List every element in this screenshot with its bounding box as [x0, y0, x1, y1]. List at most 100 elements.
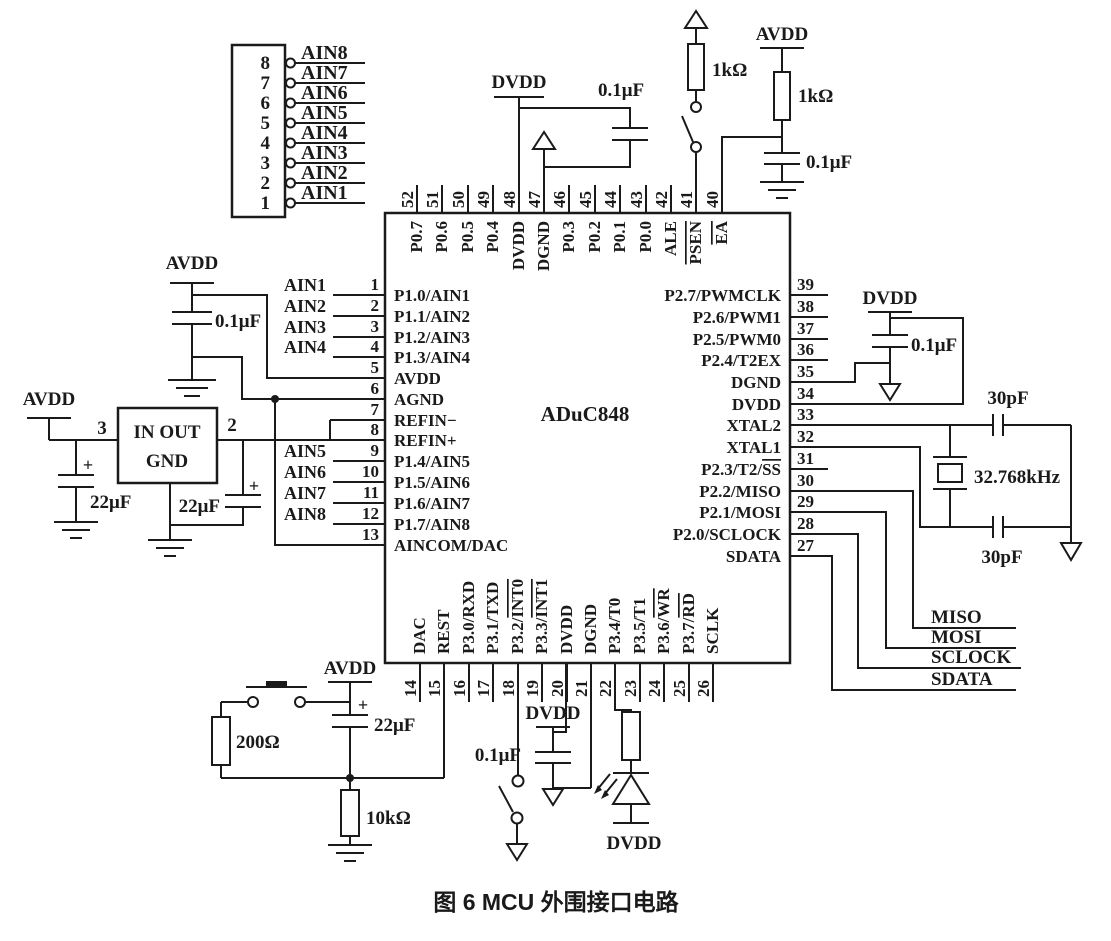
- dgnd-arrow-icon: [683, 9, 709, 29]
- connector-contact: [285, 77, 296, 89]
- diode-triangle: [611, 773, 651, 805]
- pin-label-47: DGND: [534, 221, 553, 271]
- wire: [170, 507, 244, 526]
- connector-contact: [285, 137, 296, 149]
- pin-label-52: P0.7: [407, 221, 426, 253]
- pin-label-5: AVDD: [394, 369, 441, 388]
- pin-label-7: REFIN−: [394, 411, 457, 430]
- pin-number-30: 30: [797, 471, 814, 490]
- wire-pin34-dvdd: [790, 317, 964, 405]
- pin-label-41: PSEN: [686, 220, 705, 264]
- connector-signal-AIN7: AIN7: [301, 62, 348, 84]
- pin-label-23: P3.5/T1: [630, 598, 649, 654]
- crystal-body: [937, 463, 963, 483]
- capacitor-value: 22μF: [90, 492, 131, 513]
- capacitor-value: 0.1μF: [806, 152, 852, 173]
- dvdd-net-label: DVDD: [863, 288, 918, 309]
- pin-number-50: 50: [449, 191, 468, 208]
- pin-number-22: 22: [596, 680, 615, 697]
- pin-number-34: 34: [797, 384, 815, 403]
- regulator-label: IN OUT: [133, 422, 200, 443]
- net-label-AIN5: AIN5: [284, 441, 326, 461]
- polarity-plus: +: [83, 455, 93, 475]
- net-label-AIN8: AIN8: [284, 504, 326, 524]
- pin-label-22: P3.4/T0: [605, 598, 624, 654]
- switch-terminal: [690, 101, 702, 113]
- pin-number-48: 48: [500, 191, 519, 208]
- dgnd-arrow-icon: [505, 843, 529, 862]
- figure-caption: 图 6 MCU 外围接口电路: [433, 889, 679, 915]
- pin-label-20: DVDD: [557, 605, 576, 654]
- capacitor-value: 22μF: [374, 715, 415, 736]
- pin-number-20: 20: [548, 680, 567, 697]
- pin-number-2: 2: [371, 296, 380, 315]
- pin-label-12: P1.7/AIN8: [394, 515, 470, 534]
- connector-signal-AIN2: AIN2: [301, 162, 348, 184]
- connector-contact: [285, 177, 296, 189]
- pin-label-13: AINCOM/DAC: [394, 536, 508, 555]
- pin-number-47: 47: [525, 191, 544, 209]
- pin-number-49: 49: [474, 191, 493, 208]
- pin-number-21: 21: [572, 680, 591, 697]
- ea-pullup-circuit: AVDD 1kΩ 0.1μF: [721, 24, 852, 213]
- dgnd-arrow-icon: [1059, 542, 1083, 562]
- connector-signal-AIN8: AIN8: [301, 42, 348, 64]
- net-label-mosi: MOSI: [931, 627, 982, 648]
- regulator-body: [116, 406, 219, 485]
- pushbutton-terminal: [294, 696, 306, 708]
- pin-label-18: P3.2/INT0: [508, 579, 527, 654]
- left-avdd-agnd-net: AVDD 0.1μF: [166, 253, 385, 546]
- light-arrow-icon: [601, 790, 609, 799]
- pin-label-17: P3.1/TXD: [483, 582, 502, 654]
- psen-download-circuit: 1kΩ: [681, 9, 747, 213]
- pin-number-42: 42: [652, 191, 671, 208]
- pin-number-4: 4: [371, 337, 380, 356]
- pin-number-14: 14: [401, 680, 420, 698]
- pin-number-43: 43: [627, 191, 646, 208]
- pin-number-17: 17: [474, 680, 493, 698]
- connector-signal-AIN4: AIN4: [301, 122, 348, 144]
- pin-number-3: 3: [371, 317, 380, 336]
- pin-number-31: 31: [797, 449, 814, 468]
- regulator-pin-number: 3: [97, 418, 107, 439]
- resistor-value: 1kΩ: [712, 60, 747, 81]
- pin-label-42: ALE: [661, 221, 680, 256]
- polarity-plus: +: [358, 695, 368, 715]
- connector-outline: [230, 43, 287, 219]
- resistor-value: 1kΩ: [798, 86, 833, 107]
- pin-label-11: P1.6/AIN7: [394, 494, 471, 513]
- wire-agnd-to-pin13: [274, 399, 385, 546]
- dvdd-net-label: DVDD: [607, 833, 662, 854]
- pin-label-37: P2.5/PWM0: [693, 330, 781, 349]
- pin-label-38: P2.6/PWM1: [693, 308, 781, 327]
- pin-label-50: P0.5: [458, 221, 477, 253]
- resistor-value: 10kΩ: [366, 808, 411, 829]
- pin-number-25: 25: [670, 680, 689, 697]
- pin-label-14: DAC: [410, 617, 429, 654]
- pin-label-16: P3.0/RXD: [459, 581, 478, 654]
- pin-number-28: 28: [797, 514, 814, 533]
- wire-miso: [790, 490, 1016, 629]
- pin-label-6: AGND: [394, 390, 444, 409]
- net-label-sclock: SCLOCK: [931, 647, 1011, 668]
- pin-label-33: XTAL2: [727, 416, 781, 435]
- dgnd-arrow-icon: [541, 788, 565, 807]
- pin-number-44: 44: [601, 191, 620, 209]
- pin-label-29: P2.1/MOSI: [699, 503, 781, 522]
- mcu-chip: ADuC848: [383, 211, 792, 665]
- resistor: [340, 789, 360, 837]
- wire: [519, 107, 631, 128]
- top-dvdd-decoupling: DVDD 0.1μF: [492, 72, 648, 213]
- pin-number-46: 46: [550, 191, 569, 208]
- resistor: [211, 716, 231, 766]
- pin-number-33: 33: [797, 405, 814, 424]
- pin-number-27: 27: [797, 536, 815, 555]
- crystal-oscillator-circuit: 30pF 32.768kHz 30pF: [790, 388, 1083, 568]
- pin-label-51: P0.6: [432, 221, 451, 253]
- pin-number-23: 23: [621, 680, 640, 697]
- connector-contact: [285, 197, 296, 209]
- net-label-AIN1: AIN1: [284, 275, 326, 295]
- resistor: [621, 711, 641, 761]
